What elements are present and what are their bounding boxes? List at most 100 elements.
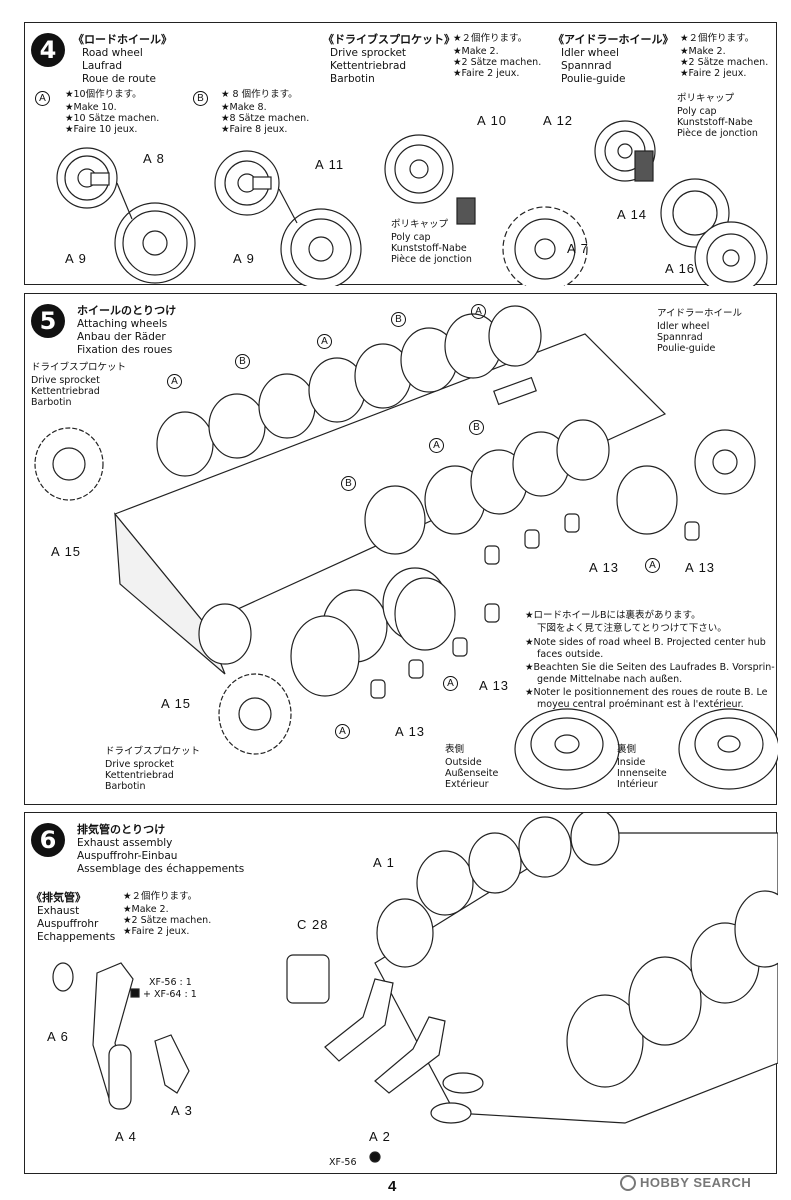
- part-label-a7: A 7: [567, 241, 589, 256]
- outside-en: Outside: [445, 757, 482, 768]
- sprocket-make-jp: ★２個作ります。: [453, 33, 528, 44]
- step-6-title-de: Auspuffrohr-Einbau: [77, 850, 178, 862]
- paint-mix-2: + XF-64 : 1: [143, 989, 197, 1000]
- sprocket-polycap-jp: ポリキャップ: [391, 219, 449, 230]
- hobby-search-logo-icon: [620, 1175, 636, 1191]
- idler-right-fr: Poulie-guide: [657, 343, 716, 354]
- page-number: 4: [388, 1178, 397, 1195]
- marker-a-7: A: [335, 724, 350, 739]
- part-label-c28: C 28: [297, 917, 329, 932]
- sub-a-en: ★Make 10.: [65, 102, 117, 113]
- sprocket-idler-drawing: [34, 427, 756, 755]
- idler-polycap-en: Poly cap: [677, 106, 717, 117]
- step-5-title-fr: Fixation des roues: [77, 344, 173, 356]
- sprocket-title-de: Kettentriebrad: [330, 60, 407, 72]
- exhaust-make-de: ★2 Sätze machen.: [123, 915, 212, 926]
- marker-b-4: B: [341, 476, 356, 491]
- idler-wheel-drawing: [594, 120, 768, 286]
- marker-b-1: B: [235, 354, 250, 369]
- inside-en: Inside: [617, 757, 646, 768]
- exhaust-make-fr: ★Faire 2 jeux.: [123, 926, 190, 937]
- part-label-a1: A 1: [373, 855, 395, 870]
- watermark: HOBBY SEARCH: [620, 1172, 780, 1194]
- note-jp-2: 下図をよく見て注意してとりつけて下さい。: [537, 623, 727, 634]
- part-label-a9-b: A 9: [233, 251, 255, 266]
- note-de-2: gende Mittelnabe nach außen.: [537, 674, 683, 685]
- step-6-illustration: [52, 813, 778, 1163]
- idler-polycap-fr: Pièce de jonction: [677, 128, 758, 139]
- sprocket-make-fr: ★Faire 2 jeux.: [453, 68, 520, 79]
- step-4-illustration: [56, 120, 768, 286]
- sprocket-left-jp: ドライブスプロケット: [31, 362, 127, 373]
- sprocket-bottom-jp: ドライブスプロケット: [105, 746, 201, 757]
- polycap-drawing: [370, 513, 700, 699]
- step-4-panel: 4 《ロードホイール》 Road wheel Laufrad Roue de r…: [24, 22, 777, 286]
- marker-a-5: A: [645, 558, 660, 573]
- sub-b-en: ★Make 8.: [221, 102, 267, 113]
- road-wheel-b-drawing: [214, 150, 362, 286]
- sprocket-bottom-fr: Barbotin: [105, 781, 146, 792]
- step-6-number: 6: [31, 823, 65, 857]
- part-label-a10: A 10: [477, 113, 508, 128]
- idler-title-jp: 《アイドラーホイール》: [553, 33, 674, 46]
- step-5-title-en: Attaching wheels: [77, 318, 168, 330]
- part-label-a3: A 3: [171, 1103, 193, 1118]
- sprocket-bottom-en: Drive sprocket: [105, 759, 174, 770]
- part-label-a13-right1: A 13: [589, 560, 620, 575]
- inside-de: Innenseite: [617, 768, 667, 779]
- part-label-a9-a: A 9: [65, 251, 87, 266]
- note-en-2: faces outside.: [537, 649, 604, 660]
- part-label-a13-right2: A 13: [685, 560, 716, 575]
- idler-make-jp: ★２個作ります。: [680, 33, 755, 44]
- step-4-title-de: Laufrad: [82, 60, 123, 72]
- exhaust-parts-drawing: [52, 962, 190, 1110]
- exhaust-make-en: ★Make 2.: [123, 904, 169, 915]
- sprocket-bottom-de: Kettentriebrad: [105, 770, 174, 781]
- step-4-title-fr: Roue de route: [82, 73, 156, 85]
- step-5-number: 5: [31, 304, 65, 338]
- idler-right-de: Spannrad: [657, 332, 703, 343]
- road-wheel-a-drawing: [56, 147, 196, 284]
- sprocket-left-en: Drive sprocket: [31, 375, 100, 386]
- marker-a-4: A: [429, 438, 444, 453]
- step-5-illustration: [34, 305, 778, 790]
- step-6-title-fr: Assemblage des échappements: [77, 863, 245, 875]
- sub-b-jp: ★ 8 個作ります。: [221, 89, 298, 100]
- idler-title-fr: Poulie-guide: [561, 73, 626, 85]
- sub-b-de: ★8 Sätze machen.: [221, 113, 310, 124]
- step-4-number: 4: [31, 33, 65, 67]
- sub-a-fr: ★Faire 10 jeux.: [65, 124, 138, 135]
- step-6-title-en: Exhaust assembly: [77, 837, 173, 849]
- marker-b: B: [193, 91, 208, 106]
- paint-bottom: XF-56: [329, 1157, 357, 1168]
- note-de-1: ★Beachten Sie die Seiten des Laufrades B…: [525, 662, 775, 673]
- wheel-side-diagram: [514, 708, 778, 790]
- sprocket-make-en: ★Make 2.: [453, 46, 499, 57]
- sprocket-polycap-en: Poly cap: [391, 232, 431, 243]
- idler-make-en: ★Make 2.: [680, 46, 726, 57]
- exhaust-title-fr: Echappements: [37, 931, 116, 943]
- note-fr-2: moyeu central proéminant est à l'extérie…: [537, 699, 744, 710]
- part-label-a12: A 12: [543, 113, 574, 128]
- part-label-a14: A 14: [617, 207, 648, 222]
- marker-a-6: A: [443, 676, 458, 691]
- sprocket-left-de: Kettentriebrad: [31, 386, 100, 397]
- step-5-title-de: Anbau der Räder: [77, 331, 166, 343]
- exhaust-title-de: Auspuffrohr: [37, 918, 99, 930]
- part-label-a6: A 6: [47, 1029, 69, 1044]
- exhaust-title-en: Exhaust: [37, 905, 80, 917]
- step-4-title-en: Road wheel: [82, 47, 143, 59]
- hull-drawing: [114, 333, 667, 675]
- part-label-a15-left: A 15: [51, 544, 82, 559]
- step-6-title-jp: 排気管のとりつけ: [77, 823, 166, 836]
- note-jp-1: ★ロードホイールBには裏表があります。: [525, 610, 701, 621]
- outside-de: Außenseite: [445, 768, 499, 779]
- sub-a-de: ★10 Sätze machen.: [65, 113, 160, 124]
- marker-a-2: A: [317, 334, 332, 349]
- idler-make-fr: ★Faire 2 jeux.: [680, 68, 747, 79]
- idler-right-jp: アイドラーホイール: [657, 308, 743, 319]
- idler-right-en: Idler wheel: [657, 321, 710, 332]
- inside-fr: Intérieur: [617, 779, 658, 790]
- sprocket-polycap-fr: Pièce de jonction: [391, 254, 472, 265]
- marker-a-1: A: [167, 374, 182, 389]
